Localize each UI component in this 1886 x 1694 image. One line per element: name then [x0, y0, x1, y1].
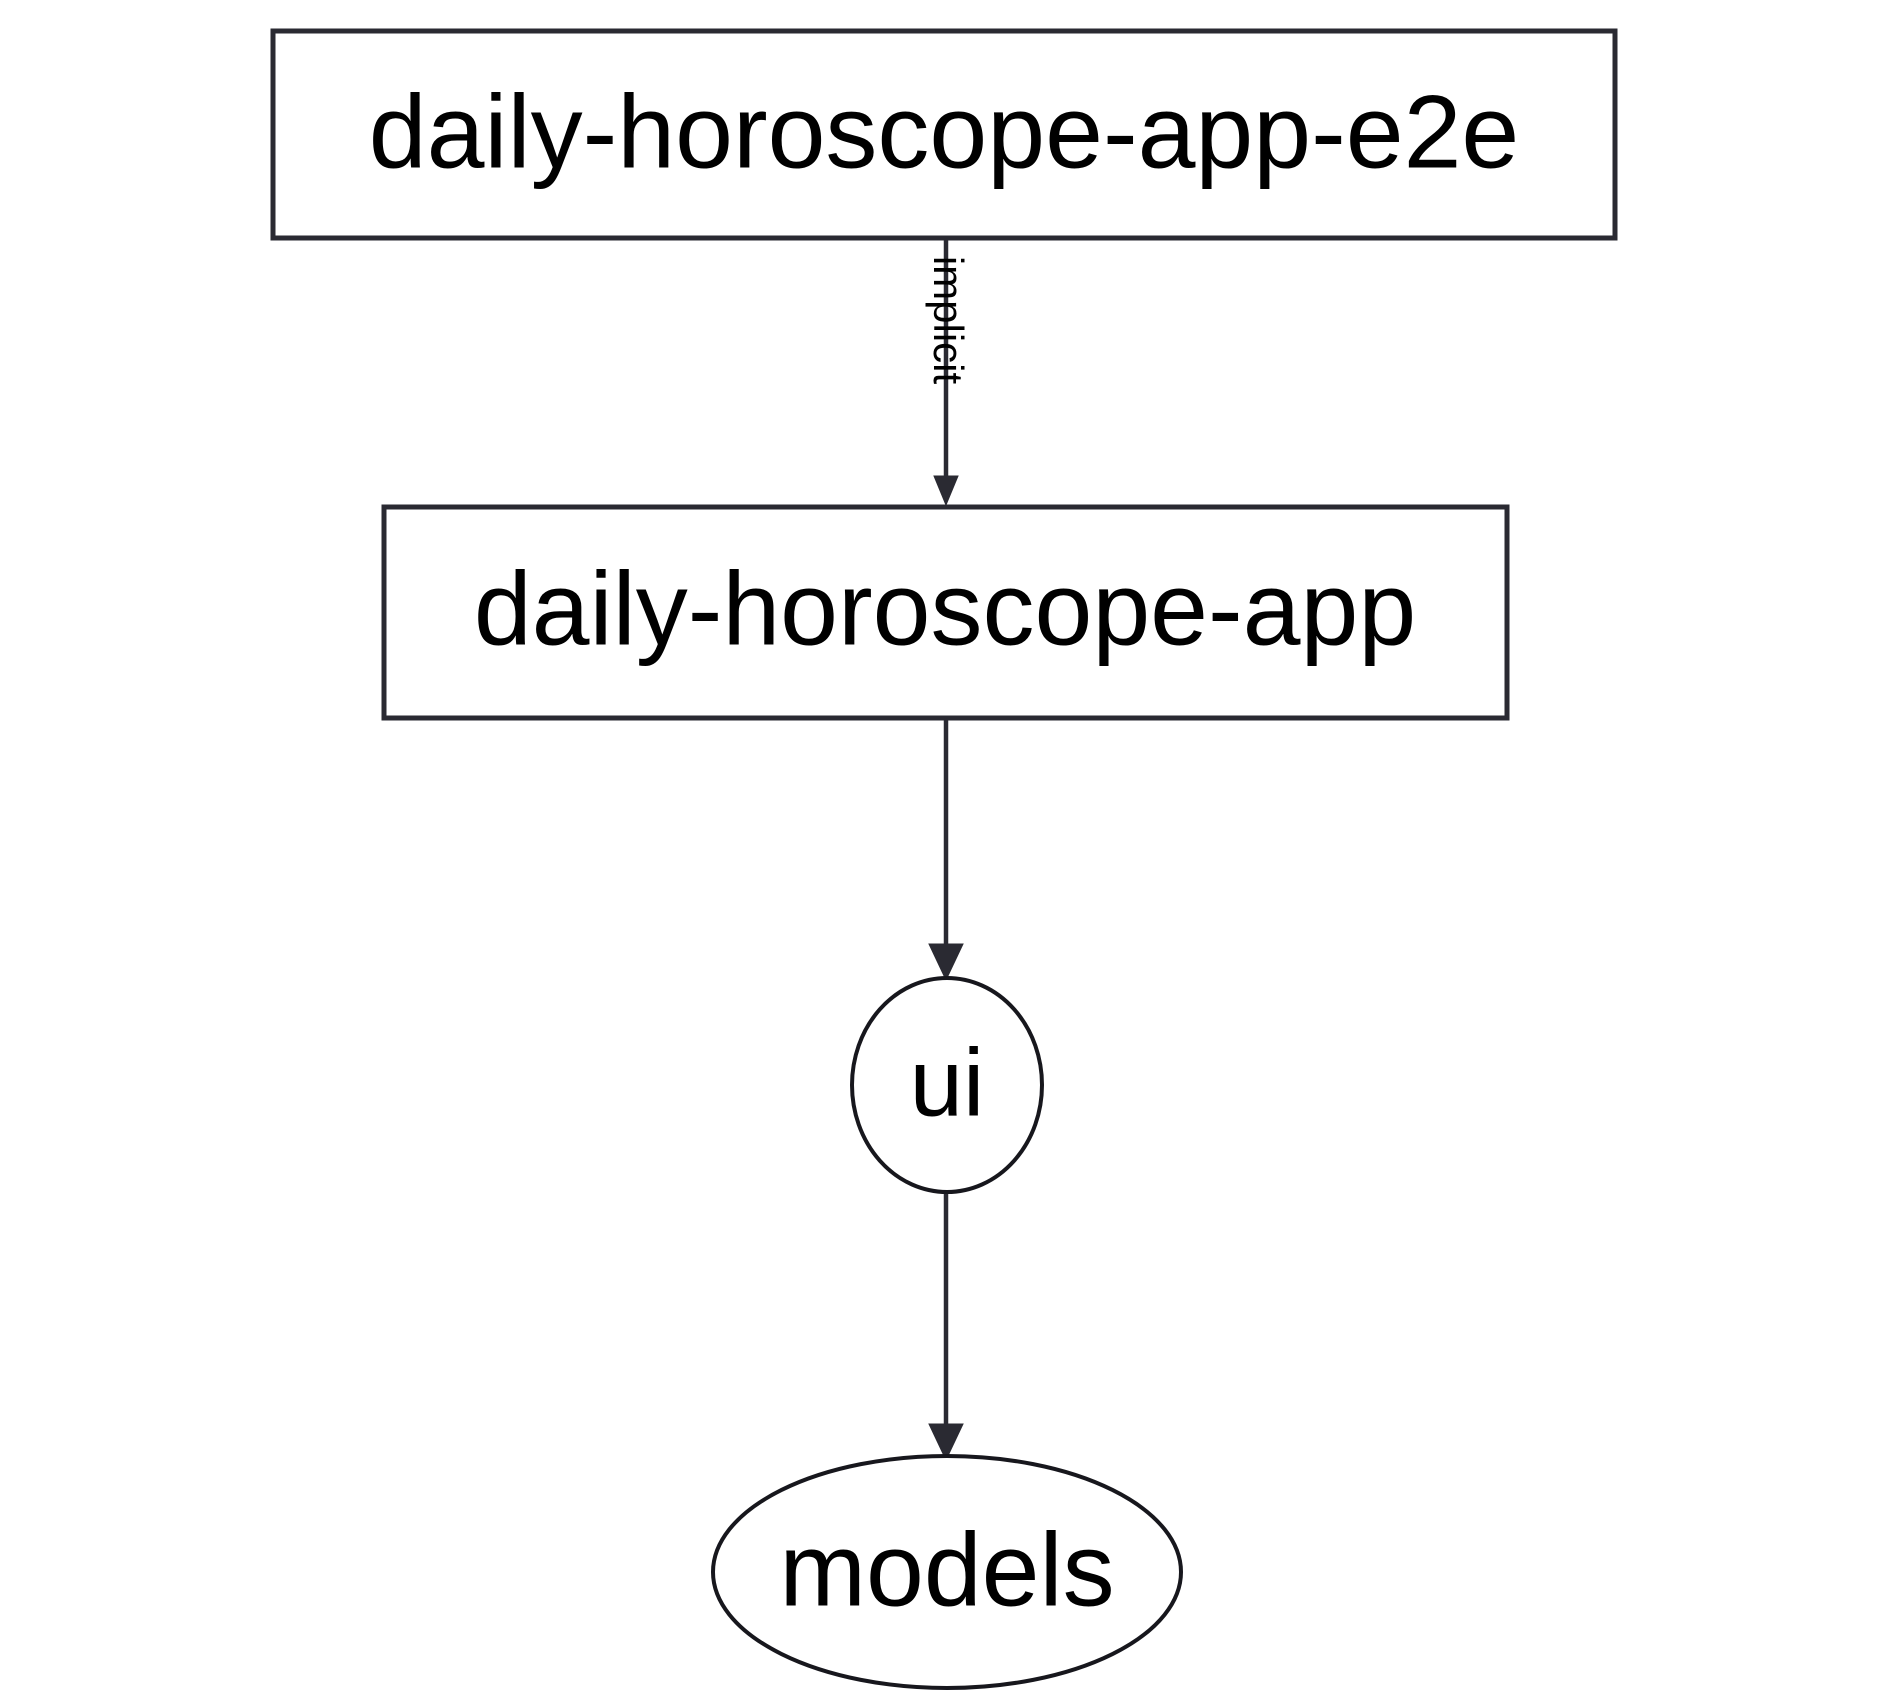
node-models[interactable]: models	[711, 1454, 1183, 1690]
edge-ui-to-models	[928, 1192, 964, 1462]
node-daily-horoscope-app-e2e-shape[interactable]	[270, 28, 1618, 241]
node-ui-label: ui	[910, 1029, 985, 1136]
node-ui-shape[interactable]	[850, 976, 1044, 1194]
node-ui[interactable]: ui	[850, 976, 1044, 1194]
edge-label-implicit: implicit	[925, 256, 972, 385]
node-models-label: models	[779, 1512, 1114, 1628]
edge-ui-to-models-arrowhead	[928, 1423, 964, 1462]
edge-e2e-to-app: implicit	[925, 240, 972, 507]
node-daily-horoscope-app-label: daily-horoscope-app	[474, 551, 1416, 667]
node-daily-horoscope-app[interactable]: daily-horoscope-app	[381, 504, 1510, 721]
edge-app-to-ui-arrowhead	[928, 943, 964, 982]
node-models-shape[interactable]	[711, 1454, 1183, 1690]
node-daily-horoscope-app-shape[interactable]	[381, 504, 1510, 721]
node-daily-horoscope-app-e2e-label: daily-horoscope-app-e2e	[369, 74, 1520, 190]
node-daily-horoscope-app-e2e[interactable]: daily-horoscope-app-e2e	[270, 28, 1618, 241]
edge-app-to-ui	[928, 720, 964, 982]
edge-e2e-to-app-arrowhead	[933, 475, 959, 507]
